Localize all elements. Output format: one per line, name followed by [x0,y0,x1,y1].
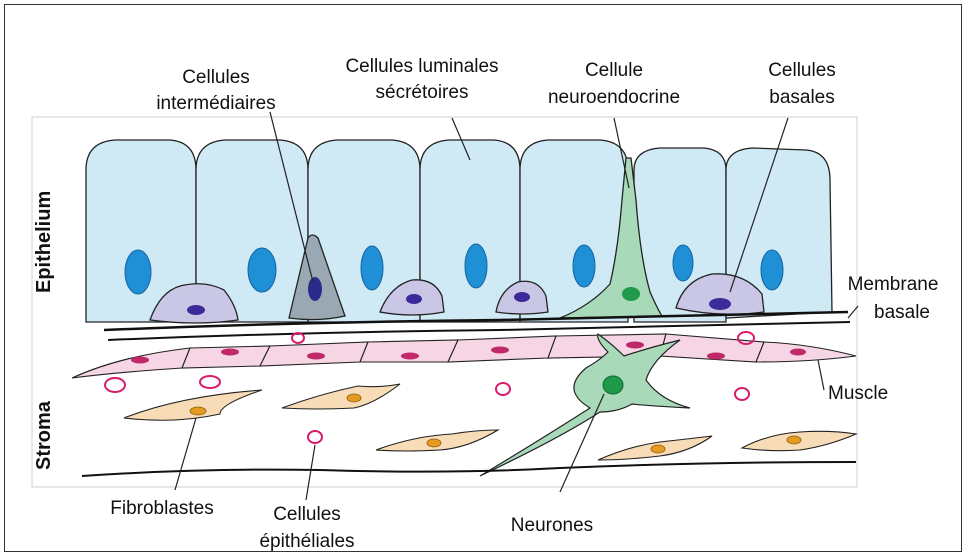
basal-nucleus [709,298,731,310]
label-membrane-1: Membrane [848,274,939,295]
muscle-nucleus [401,353,419,360]
neuroendocrine-nucleus [622,287,640,301]
label-membrane-2: basale [874,302,930,323]
muscle-nucleus [307,353,325,360]
muscle-nucleus [790,349,806,356]
label-neuroendocrine-1: Cellule [585,60,643,81]
muscle-nucleus [626,342,644,349]
fibroblast-nucleus [347,394,361,402]
label-epithelium: Epithelium [33,191,55,293]
luminal-nucleus [465,244,487,288]
fibroblast-nucleus [190,407,206,415]
luminal-nucleus [125,250,151,294]
luminal-nucleus [573,245,595,287]
luminal-nucleus [761,250,783,290]
label-basales-1: Cellules [768,60,836,81]
label-muscle: Muscle [828,383,888,404]
label-intermediaires-2: intermédiaires [156,93,275,114]
label-luminales-1: Cellules luminales [345,56,498,77]
label-epitheliales-1: Cellules [273,504,341,525]
label-stroma: Stroma [33,400,55,470]
luminal-nucleus [673,245,693,281]
label-intermediaires-1: Cellules [182,67,250,88]
muscle-nucleus [491,347,509,354]
label-neurones: Neurones [511,515,593,536]
basal-nucleus [187,305,205,315]
label-basales-2: basales [769,87,835,108]
neuron-nucleus [603,376,623,394]
muscle-nucleus [221,349,239,356]
label-luminales-2: sécrétoires [376,82,469,103]
intermediate-nucleus [308,277,322,301]
fibroblast-nucleus [427,439,441,447]
label-neuroendocrine-2: neuroendocrine [548,87,680,108]
label-fibroblastes: Fibroblastes [110,498,214,519]
basal-nucleus [514,292,530,302]
label-epitheliales-2: épithéliales [259,531,354,552]
muscle-nucleus [131,357,149,364]
fibroblast-nucleus [651,445,665,453]
luminal-nucleus [248,248,276,292]
luminal-nucleus [361,246,383,290]
basal-nucleus [406,294,422,304]
fibroblast-nucleus [787,436,801,444]
muscle-nucleus [707,353,725,360]
